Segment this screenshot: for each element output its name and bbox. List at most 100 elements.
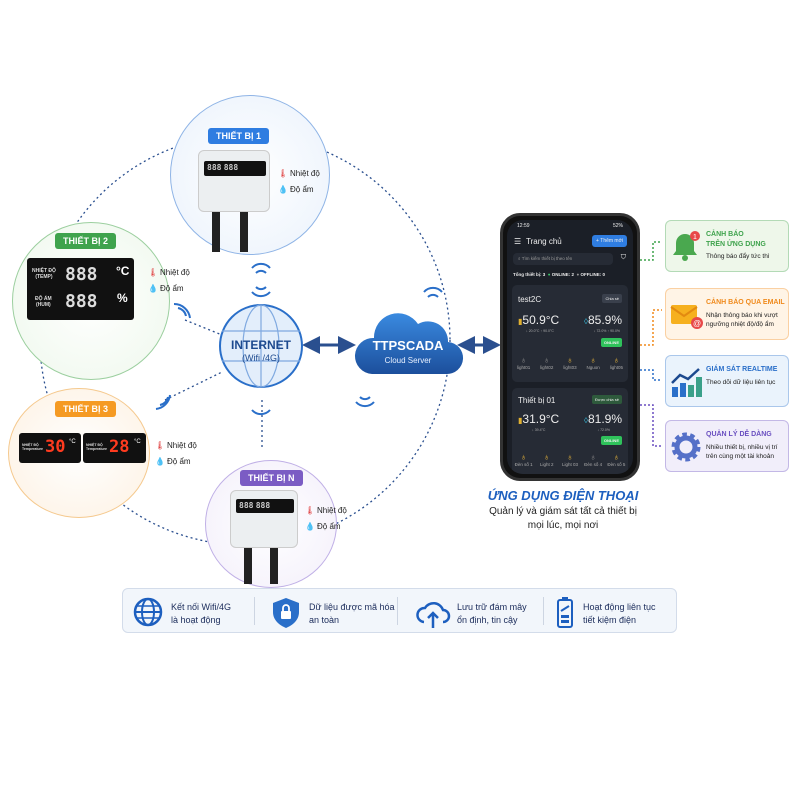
light-toggle[interactable]: ♁light01	[512, 355, 535, 370]
droplet-icon: 💧	[278, 185, 288, 194]
device-1-sensor-box: 888 888	[198, 150, 270, 212]
light-row: ♁Đèn số 1♁Light 2♁Light 03♁Đèn số 4♁Đèn …	[512, 452, 628, 468]
shared-badge: Được chia sẻ	[592, 395, 622, 404]
bulb-icon: ♁	[612, 452, 620, 462]
device-3-legend: 🌡Nhiệt độ💧Độ ẩm	[155, 438, 197, 470]
header-title: Trang chủ	[526, 237, 562, 246]
app-caption-title: ỨNG DỤNG ĐIỆN THOẠI	[487, 488, 639, 503]
cloud-title: TTPSCADA	[372, 338, 444, 353]
gear-icon	[670, 430, 704, 464]
notification-count: 1	[693, 234, 697, 241]
thermometer-icon: 🌡	[305, 506, 316, 515]
email-icon: @	[670, 298, 704, 332]
device-n-sensor-box: 888 888	[230, 490, 298, 548]
light-toggle[interactable]: ♁light02	[535, 355, 558, 370]
bulb-icon: ♁	[566, 452, 574, 462]
bulb-icon: ♁	[520, 355, 527, 365]
device-2-display: NHIỆT ĐỘ(TEMP) 888 °C ĐỘ ẨM(HUM) 888 %	[27, 258, 134, 320]
light-toggle[interactable]: ♁Đèn số 1	[512, 452, 535, 467]
cable	[212, 212, 220, 252]
device-3-label: THIẾT BỊ 3	[55, 401, 117, 417]
divider	[254, 597, 255, 625]
droplet-icon: ◊	[584, 317, 588, 326]
bulb-icon: ♁	[566, 355, 574, 365]
menu-icon[interactable]: ☰	[514, 237, 522, 246]
cloud-subtitle: Cloud Server	[384, 356, 432, 365]
app-caption-line2: mọi lúc, mọi nơi	[527, 520, 599, 531]
thermometer-icon: ▮	[518, 317, 523, 326]
battery-icon	[557, 597, 573, 628]
feature-description: Thông báo đẩy tức thì	[706, 253, 770, 260]
divider	[397, 597, 398, 625]
phone-screen: 12:59 52% ☰ Trang chủ + Thêm mới ⌕ Tìm k…	[507, 220, 633, 474]
light-toggle[interactable]: ♁Đèn số 5	[605, 452, 628, 467]
status-badge: ONLINE	[600, 338, 622, 347]
device-2-legend: 🌡Nhiệt độ💧Độ ẩm	[148, 265, 190, 297]
temperature-reading: ▮31.9°C	[518, 412, 560, 426]
feature-card: QUẢN LÝ DỄ DÀNG Nhiều thiết bị, nhiều vị …	[665, 420, 789, 472]
shield-lock-icon	[273, 598, 299, 628]
cloud-server-icon	[354, 313, 464, 375]
internet-title: INTERNET	[231, 338, 291, 352]
device-name: Thiết bị 01	[518, 396, 556, 405]
device-card[interactable]: Thiết bị 01 Được chia sẻ ▮31.9°C ↓ 39.4°…	[512, 388, 628, 474]
droplet-icon: 💧	[305, 522, 315, 531]
app-caption-line1: Quản lý và giám sát tất cả thiết bị	[489, 506, 637, 517]
bulb-icon: ♁	[543, 355, 551, 365]
internet-subtitle: (Wifi /4G)	[242, 353, 280, 363]
device-1-lcd: 888 888	[204, 161, 266, 176]
share-button[interactable]: Chia sẻ	[602, 294, 622, 303]
device-n-label: THIẾT BỊ N	[240, 470, 303, 486]
device-2-label: THIẾT BỊ 2	[55, 233, 117, 249]
device-n-legend: 🌡Nhiệt độ💧Độ ẩm	[305, 503, 347, 535]
status-battery: 52%	[612, 223, 623, 229]
cable	[240, 212, 248, 252]
droplet-icon: 💧	[155, 457, 165, 466]
feature-title: CẢNH BÁO QUA EMAIL	[706, 299, 785, 306]
device-1-legend: 🌡Nhiệt độ💧Độ ẩm	[278, 166, 320, 198]
light-toggle[interactable]: ♁Đèn số 4	[582, 452, 605, 467]
temperature-reading: ▮50.9°C	[518, 313, 560, 327]
feature-card: GIÁM SÁT REALTIME Theo dõi dữ liệu liên t…	[665, 355, 789, 407]
cloud-upload-icon	[416, 601, 451, 628]
phone-mockup: 12:59 52% ☰ Trang chủ + Thêm mới ⌕ Tìm k…	[500, 213, 640, 481]
light-toggle[interactable]: ♁Light 03	[558, 452, 581, 467]
light-toggle[interactable]: ♁Nguon	[582, 355, 605, 370]
bulb-icon: ♁	[543, 452, 551, 462]
bulb-icon: ♁	[612, 355, 620, 365]
feature-title: GIÁM SÁT REALTIME	[706, 366, 778, 373]
thermometer-icon: ▮	[518, 416, 523, 425]
device-summary: Tổng thiết bị: 3 ● ONLINE: 2 ● OFFLINE: …	[513, 272, 606, 277]
globe-icon	[133, 597, 163, 627]
light-row: ♁light01♁light02♁light03♁Nguon♁light05	[512, 355, 628, 371]
cable	[244, 548, 252, 584]
bell-icon: 1	[670, 230, 704, 264]
thermometer-icon: 🌡	[148, 268, 159, 277]
light-toggle[interactable]: ♁light05	[605, 355, 628, 370]
feature-title: QUẢN LÝ DỄ DÀNG	[706, 431, 772, 438]
thermometer-icon: 🌡	[278, 169, 289, 178]
feature-card: @CẢNH BÁO QUA EMAIL Nhận thông báo khi vư…	[665, 288, 789, 340]
divider	[543, 597, 544, 625]
filter-icon[interactable]: ⛉	[620, 254, 626, 261]
light-toggle[interactable]: ♁light03	[558, 355, 581, 370]
bulb-icon: ♁	[589, 355, 597, 365]
feature-description: Theo dõi dữ liệu liên tục	[706, 379, 776, 386]
status-time: 12:59	[517, 223, 530, 229]
humidity-reading: ◊85.9%	[584, 313, 622, 327]
search-input[interactable]: ⌕ Tìm kiếm thiết bị theo tên	[513, 253, 613, 265]
bulb-icon: ♁	[589, 452, 597, 462]
humidity-reading: ◊81.9%	[584, 412, 622, 426]
add-device-button[interactable]: + Thêm mới	[592, 235, 627, 247]
status-badge: ONLINE	[600, 436, 622, 445]
thermometer-icon: 🌡	[155, 441, 166, 450]
light-toggle[interactable]: ♁Light 2	[535, 452, 558, 467]
device-card[interactable]: test2C Chia sẻ ▮50.9°C ↓ 20.0°C ↑ 90.0°C…	[512, 285, 628, 382]
droplet-icon: 💧	[148, 284, 158, 293]
